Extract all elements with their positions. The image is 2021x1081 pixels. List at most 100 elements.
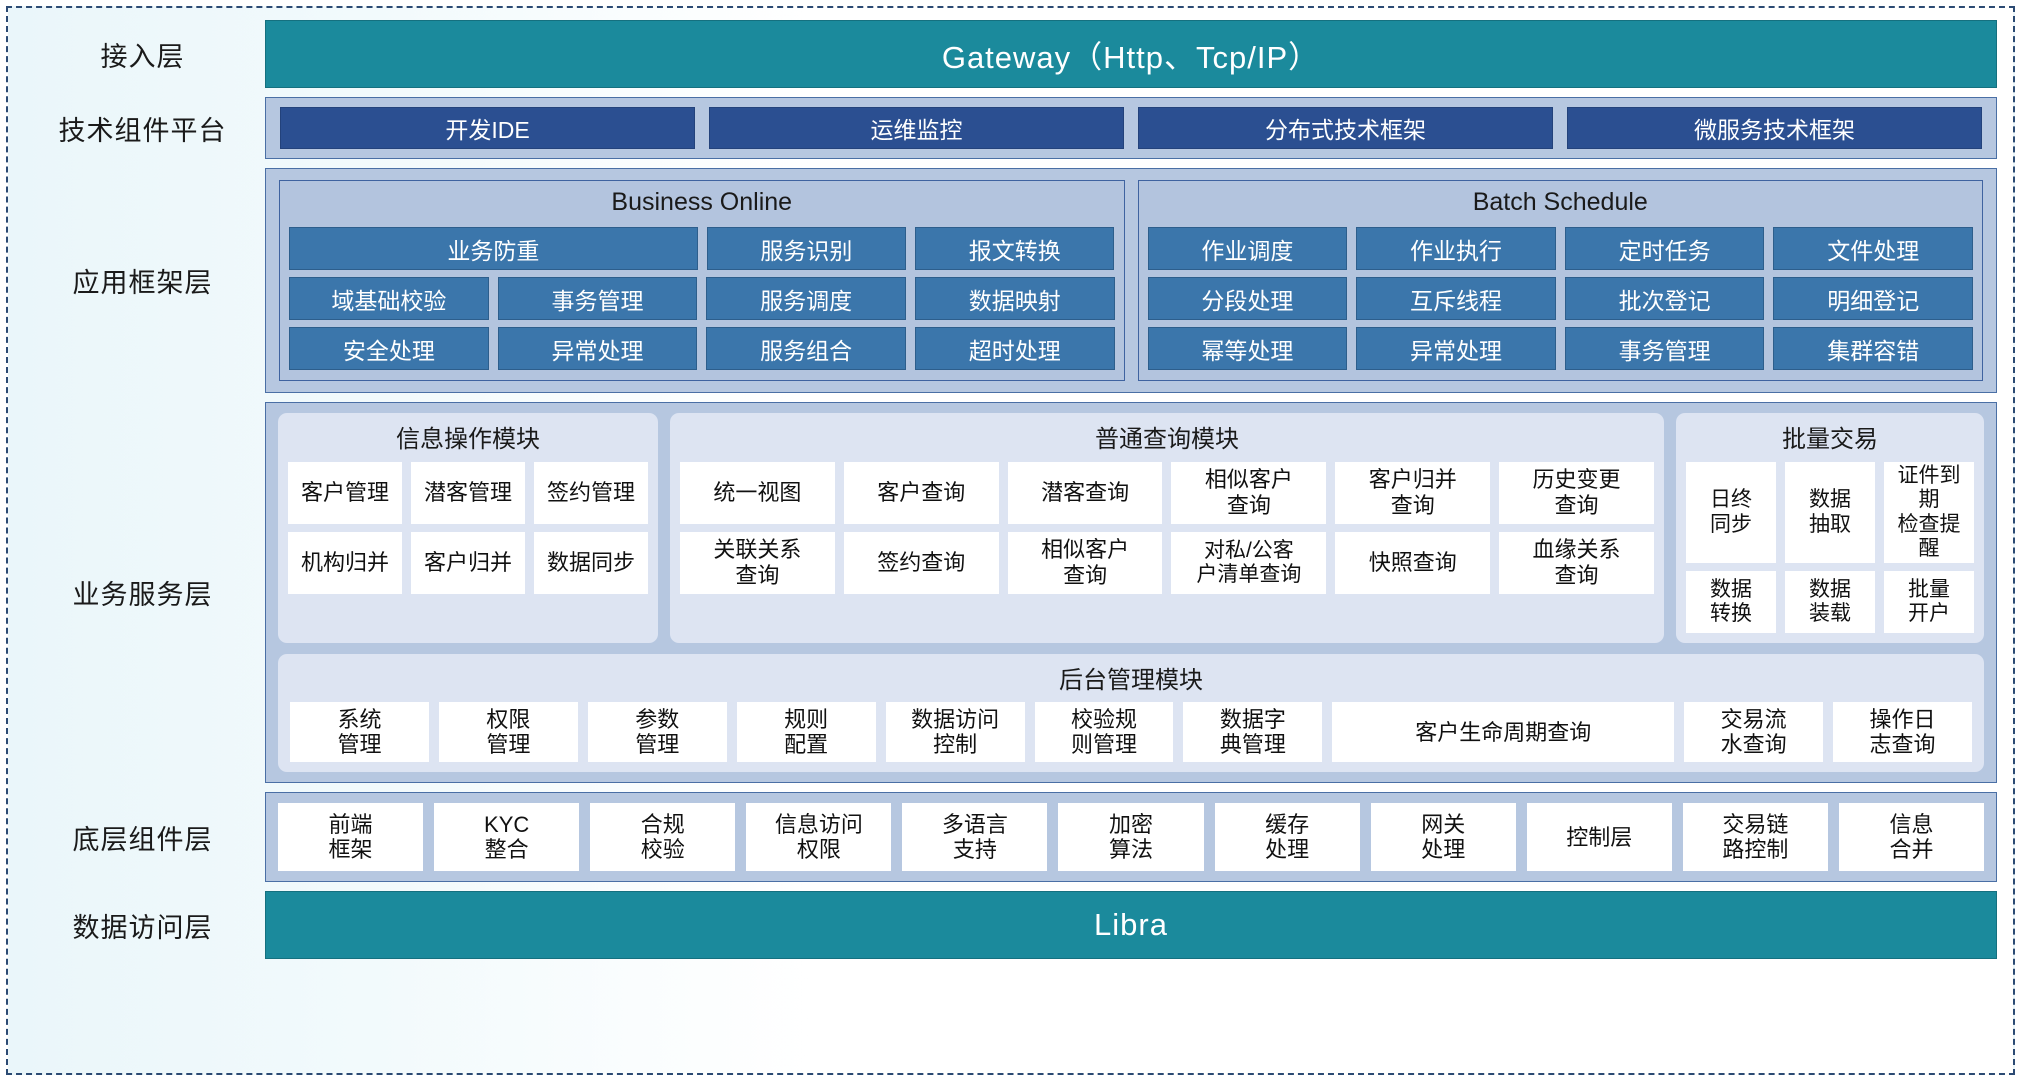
biz-cell-customer-mgmt[interactable]: 客户管理 [288,462,402,524]
biz-cell-validation-rule-mgmt[interactable]: 校验规 则管理 [1034,702,1174,763]
layer-row-app-framework: 应用框架层 Business Online 业务防重 服务识别 报文转换 域基础… [20,168,1997,393]
biz-cell-org-merge[interactable]: 机构归并 [288,532,402,594]
app-cell-detail-registration[interactable]: 明细登记 [1773,277,1973,320]
base-component-band: 前端 框架 KYC 整合 合规 校验 信息访问 权限 多语言 支持 加密 算法 … [265,792,1997,883]
comp-cell-encryption-algorithm[interactable]: 加密 算法 [1058,803,1204,872]
app-cell-service-identify[interactable]: 服务识别 [706,227,907,270]
app-cell-batch-transaction-mgmt[interactable]: 事务管理 [1564,327,1765,370]
comp-cell-gateway-processing[interactable]: 网关 处理 [1370,803,1516,872]
app-cell-mutex-thread[interactable]: 互斥线程 [1356,277,1556,320]
app-cell-timeout-handling[interactable]: 超时处理 [914,327,1115,370]
biz-cell-lineage-query[interactable]: 血缘关系 查询 [1499,532,1654,594]
app-cell-idempotent-processing[interactable]: 幂等处理 [1147,327,1348,370]
layer-row-tech-platform: 技术组件平台 开发IDE 运维监控 分布式技术框架 微服务技术框架 [20,97,1997,159]
tech-chip-microservice-framework[interactable]: 微服务技术框架 [1567,107,1982,149]
biz-group-info-operation: 信息操作模块 客户管理 潜客管理 签约管理 机构归并 客户归并 数据同步 [278,413,658,644]
biz-cell-id-expiry-reminder[interactable]: 证件到期 检查提醒 [1884,462,1974,564]
biz-cell-data-transform[interactable]: 数据 转换 [1686,571,1776,634]
tech-chip-ops-monitor[interactable]: 运维监控 [709,107,1124,149]
biz-row: 机构归并 客户归并 数据同步 [288,532,648,594]
app-cell-job-scheduling[interactable]: 作业调度 [1147,227,1348,270]
app-cell-batch-exception-handling[interactable]: 异常处理 [1356,327,1556,370]
app-cell-job-execution[interactable]: 作业执行 [1356,227,1556,270]
comp-cell-kyc-integration[interactable]: KYC 整合 [434,803,580,872]
layer-row-access: 接入层 Gateway（Http、Tcp/IP） [20,20,1997,88]
app-row: 分段处理 互斥线程 批次登记 明细登记 [1147,277,1973,320]
app-cell-service-scheduling[interactable]: 服务调度 [706,277,906,320]
biz-cell-permission-mgmt[interactable]: 权限 管理 [438,702,578,763]
app-row: 安全处理 异常处理 服务组合 超时处理 [289,327,1115,370]
biz-group-title-general-query: 普通查询模块 [1095,426,1239,453]
biz-cell-similar-customer-query-2[interactable]: 相似客户 查询 [1007,532,1163,594]
comp-cell-transaction-chain-control[interactable]: 交易链 路控制 [1682,803,1828,872]
gateway-bar[interactable]: Gateway（Http、Tcp/IP） [265,20,1997,88]
biz-cell-rule-config[interactable]: 规则 配置 [736,702,876,763]
app-cell-service-composition[interactable]: 服务组合 [706,327,906,370]
app-cell-cluster-fault-tolerance[interactable]: 集群容错 [1773,327,1973,370]
biz-cell-batch-account-open[interactable]: 批量 开户 [1884,571,1974,634]
biz-cell-customer-lifecycle-query[interactable]: 客户生命周期查询 [1332,702,1675,763]
app-cell-scheduled-task[interactable]: 定时任务 [1564,227,1765,270]
app-cell-message-transform[interactable]: 报文转换 [915,227,1115,270]
biz-cell-eod-sync[interactable]: 日终 同步 [1686,462,1776,564]
biz-cell-data-dictionary-mgmt[interactable]: 数据字 典管理 [1183,702,1323,763]
biz-cell-customer-merge-query[interactable]: 客户归并 查询 [1335,462,1491,524]
biz-row: 统一视图 客户查询 潜客查询 相似客户 查询 客户归并 查询 历史变更 查询 [680,462,1654,524]
biz-cell-private-corporate-list-query[interactable]: 对私/公客 户清单查询 [1171,532,1327,594]
biz-cell-data-load[interactable]: 数据 装载 [1785,571,1875,634]
biz-cell-customer-query[interactable]: 客户查询 [843,462,999,524]
biz-cell-snapshot-query[interactable]: 快照查询 [1335,532,1491,594]
tech-chip-dev-ide[interactable]: 开发IDE [280,107,695,149]
app-cell-file-processing[interactable]: 文件处理 [1773,227,1973,270]
biz-cell-contract-query[interactable]: 签约查询 [843,532,999,594]
architecture-diagram: 接入层 Gateway（Http、Tcp/IP） 技术组件平台 开发IDE 运维… [6,6,2015,1075]
biz-cell-contract-mgmt[interactable]: 签约管理 [534,462,648,524]
app-cell-transaction-mgmt[interactable]: 事务管理 [497,277,698,320]
app-group-title-batch-schedule: Batch Schedule [1472,188,1648,216]
layer-label-business-service: 业务服务层 [72,580,213,611]
tech-chip-distributed-framework[interactable]: 分布式技术框架 [1138,107,1553,149]
biz-cell-operation-log-query[interactable]: 操作日 志查询 [1833,702,1972,763]
biz-cell-system-mgmt[interactable]: 系统 管理 [290,702,429,763]
biz-cell-unified-view[interactable]: 统一视图 [680,462,835,524]
biz-cell-customer-merge[interactable]: 客户归并 [411,532,525,594]
comp-cell-info-access-permission[interactable]: 信息访问 权限 [746,803,892,872]
biz-cell-parameter-mgmt[interactable]: 参数 管理 [587,702,727,763]
biz-cell-transaction-flow-query[interactable]: 交易流 水查询 [1684,702,1824,763]
app-cell-segment-processing[interactable]: 分段处理 [1147,277,1348,320]
layer-row-business-service: 业务服务层 信息操作模块 客户管理 潜客管理 签约管理 [20,402,1997,784]
comp-cell-multilanguage-support[interactable]: 多语言 支持 [902,803,1048,872]
comp-cell-cache-processing[interactable]: 缓存 处理 [1214,803,1360,872]
biz-group-title-backoffice: 后台管理模块 [1059,667,1203,695]
biz-cell-prospect-mgmt[interactable]: 潜客管理 [411,462,525,524]
app-cell-data-mapping[interactable]: 数据映射 [914,277,1115,320]
app-group-batch-schedule: Batch Schedule 作业调度 作业执行 定时任务 文件处理 分段处理 … [1137,180,1983,381]
biz-cell-prospect-query[interactable]: 潜客查询 [1007,462,1163,524]
comp-cell-compliance-check[interactable]: 合规 校验 [590,803,736,872]
biz-group-backoffice: 后台管理模块 系统 管理 权限 管理 参数 管理 规则 配置 数据访问 控制 校… [278,654,1984,773]
layer-row-data-access: 数据访问层 Libra [20,891,1997,960]
app-row: 幂等处理 异常处理 事务管理 集群容错 [1147,327,1973,370]
app-cell-domain-validation[interactable]: 域基础校验 [289,277,489,320]
comp-cell-frontend-framework[interactable]: 前端 框架 [278,803,424,872]
app-cell-security-processing[interactable]: 安全处理 [289,327,489,370]
biz-cell-similar-customer-query[interactable]: 相似客户 查询 [1171,462,1327,524]
comp-cell-control-layer[interactable]: 控制层 [1526,803,1672,872]
tech-platform-band: 开发IDE 运维监控 分布式技术框架 微服务技术框架 [265,97,1997,159]
app-cell-batch-registration[interactable]: 批次登记 [1564,277,1765,320]
app-cell-exception-handling[interactable]: 异常处理 [497,327,698,370]
biz-cell-data-sync[interactable]: 数据同步 [534,532,648,594]
biz-group-batch-transaction: 批量交易 日终 同步 数据 抽取 证件到期 检查提醒 数据 转换 数据 装载 批… [1676,413,1984,644]
biz-cell-data-access-control[interactable]: 数据访问 控制 [885,702,1025,763]
libra-bar[interactable]: Libra [265,891,1997,960]
biz-cell-relation-query[interactable]: 关联关系 查询 [680,532,835,594]
layer-label-base-component: 底层组件层 [72,824,213,855]
comp-cell-info-merge[interactable]: 信息 合并 [1838,803,1985,872]
layer-label-app-framework: 应用框架层 [72,268,213,298]
biz-cell-history-change-query[interactable]: 历史变更 查询 [1499,462,1654,524]
app-framework-band: Business Online 业务防重 服务识别 报文转换 域基础校验 事务管… [265,168,1997,393]
app-cell-business-dedup[interactable]: 业务防重 [289,227,698,270]
app-row: 域基础校验 事务管理 服务调度 数据映射 [289,277,1115,320]
app-row: 业务防重 服务识别 报文转换 [289,227,1115,270]
biz-cell-data-extract[interactable]: 数据 抽取 [1785,462,1875,564]
